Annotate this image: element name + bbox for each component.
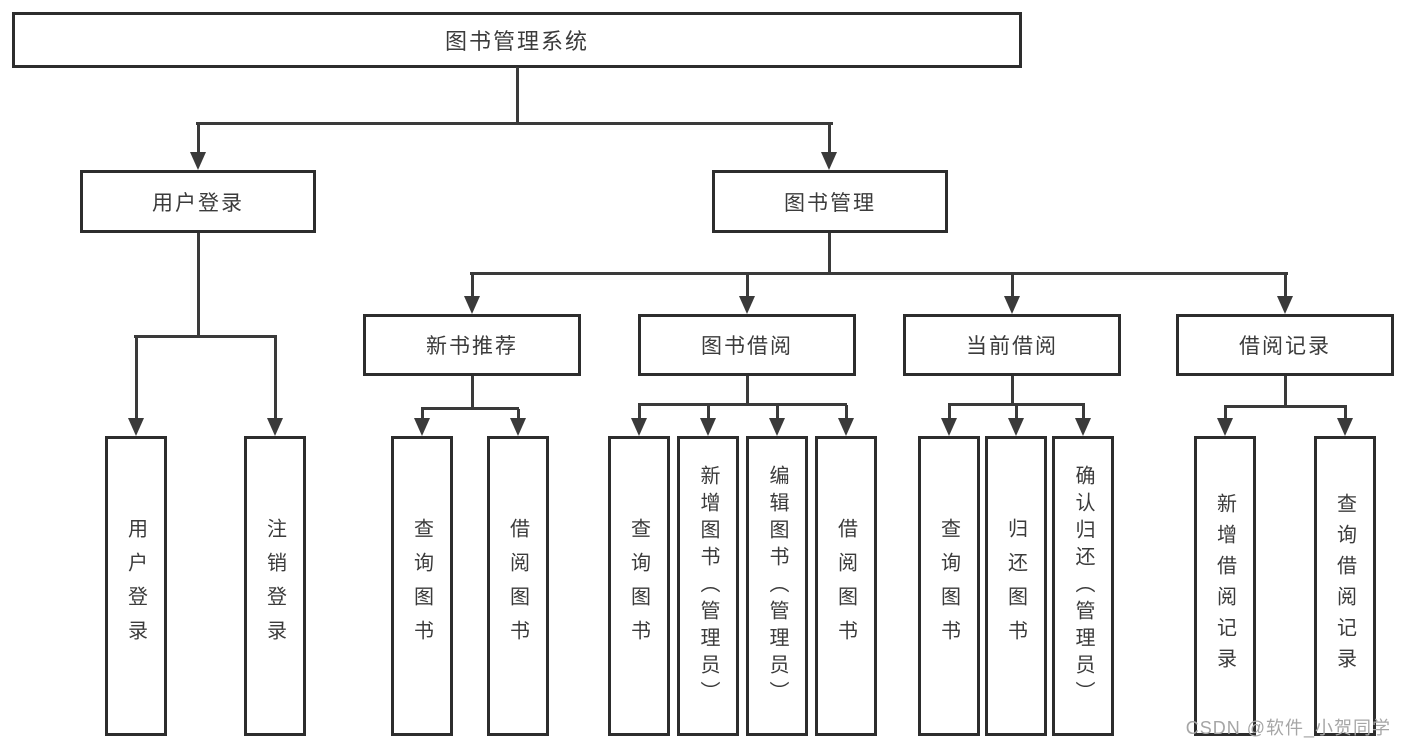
arrowhead-borrow-books-1 — [510, 418, 526, 436]
node-leaf-borrow-books-2: 借阅图书 — [815, 436, 877, 736]
connector-borrowing-drop4 — [845, 405, 848, 420]
connector-recommend-bar — [421, 407, 519, 410]
arrowhead-query-books-3 — [941, 418, 957, 436]
connector-management-drop2 — [746, 274, 749, 298]
arrowhead-current-borrowing — [1004, 296, 1020, 314]
connector-userlogin-bar — [134, 335, 277, 338]
node-leaf-add-borrow-record: 新增借阅记录 — [1194, 436, 1256, 736]
arrowhead-query-books-1 — [414, 418, 430, 436]
node-leaf-confirm-return-admin: 确认归还（管理员） — [1052, 436, 1114, 736]
node-leaf-borrow-books-1: 借阅图书 — [487, 436, 549, 736]
connector-current-drop2 — [1015, 405, 1018, 420]
connector-management-drop3 — [1011, 274, 1014, 298]
node-borrowing-records: 借阅记录 — [1176, 314, 1394, 376]
node-leaf-edit-books-admin: 编辑图书（管理员） — [746, 436, 808, 736]
connector-current-bar — [948, 403, 1085, 406]
connector-root-drop-right — [828, 124, 831, 154]
node-book-borrowing: 图书借阅 — [638, 314, 856, 376]
arrowhead-leaf-logout — [267, 418, 283, 436]
arrowhead-book-borrowing — [739, 296, 755, 314]
connector-records-bar — [1224, 405, 1347, 408]
node-user-login: 用户登录 — [80, 170, 316, 233]
connector-userlogin-stem — [197, 233, 200, 337]
connector-current-drop1 — [948, 405, 951, 420]
node-current-borrowing: 当前借阅 — [903, 314, 1121, 376]
connector-recommend-drop1 — [421, 409, 424, 420]
connector-root-stem — [516, 67, 519, 124]
connector-userlogin-drop1 — [135, 337, 138, 420]
arrowhead-add-borrow-record — [1217, 418, 1233, 436]
node-system-root: 图书管理系统 — [12, 12, 1022, 68]
connector-borrowing-stem — [746, 376, 749, 405]
connector-root-drop-left — [197, 124, 200, 154]
arrowhead-borrow-books-2 — [838, 418, 854, 436]
connector-records-drop2 — [1344, 407, 1347, 420]
connector-management-stem — [828, 233, 831, 275]
connector-borrowing-drop1 — [638, 405, 641, 420]
connector-recommend-stem — [471, 376, 474, 409]
arrowhead-leaf-user-login — [128, 418, 144, 436]
arrowhead-add-books-admin — [700, 418, 716, 436]
connector-records-drop1 — [1224, 407, 1227, 420]
arrowhead-query-borrow-record — [1337, 418, 1353, 436]
connector-recommend-drop2 — [517, 409, 520, 420]
connector-root-bar — [196, 122, 833, 125]
node-leaf-add-books-admin: 新增图书（管理员） — [677, 436, 739, 736]
arrowhead-query-books-2 — [631, 418, 647, 436]
connector-borrowing-bar — [638, 403, 847, 406]
node-leaf-query-books-2: 查询图书 — [608, 436, 670, 736]
node-leaf-return-books: 归还图书 — [985, 436, 1047, 736]
connector-borrowing-drop2 — [707, 405, 710, 420]
connector-userlogin-drop2 — [274, 337, 277, 420]
node-leaf-user-login: 用户登录 — [105, 436, 167, 736]
arrowhead-user-login — [190, 152, 206, 170]
connector-management-bar — [470, 272, 1288, 275]
node-leaf-logout: 注销登录 — [244, 436, 306, 736]
node-book-management: 图书管理 — [712, 170, 948, 233]
node-new-book-recommend: 新书推荐 — [363, 314, 581, 376]
arrowhead-confirm-return-admin — [1075, 418, 1091, 436]
arrowhead-borrowing-records — [1277, 296, 1293, 314]
connector-current-drop3 — [1082, 405, 1085, 420]
csdn-watermark: CSDN @软件_小贺同学 — [1185, 718, 1391, 738]
node-leaf-query-books-1: 查询图书 — [391, 436, 453, 736]
node-leaf-query-books-3: 查询图书 — [918, 436, 980, 736]
connector-management-drop4 — [1284, 274, 1287, 298]
connector-management-drop1 — [471, 274, 474, 298]
arrowhead-new-book-recommend — [464, 296, 480, 314]
arrowhead-edit-books-admin — [769, 418, 785, 436]
arrowhead-book-management — [821, 152, 837, 170]
node-leaf-query-borrow-record: 查询借阅记录 — [1314, 436, 1376, 736]
connector-borrowing-drop3 — [776, 405, 779, 420]
arrowhead-return-books — [1008, 418, 1024, 436]
connector-current-stem — [1011, 376, 1014, 405]
connector-records-stem — [1284, 376, 1287, 407]
